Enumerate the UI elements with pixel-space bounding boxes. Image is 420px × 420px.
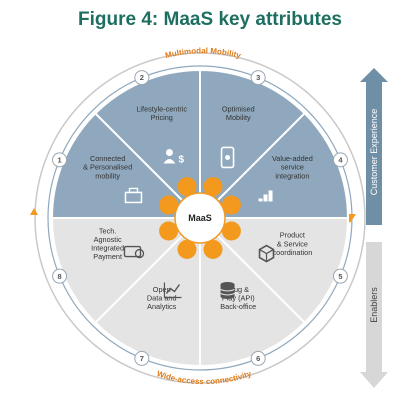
hub-dot	[159, 221, 179, 241]
hub-dot	[177, 239, 197, 259]
segment-label-line: Optimised	[222, 104, 255, 113]
card-icon	[123, 245, 145, 259]
segment-number: 8	[57, 272, 61, 281]
segment-label-line: coordination	[273, 248, 313, 257]
segment-number: 2	[140, 73, 144, 82]
segment-number-badge	[52, 268, 68, 284]
hub-dot	[177, 177, 197, 197]
segment-label-line: Play (API)	[222, 293, 255, 302]
segment-label-line: Integrated	[91, 244, 124, 253]
enablers-label: Enablers	[369, 287, 379, 323]
segment-number-badge	[332, 152, 348, 168]
svg-text:$: $	[178, 154, 184, 165]
segment-label-line: Connected	[90, 154, 125, 163]
segment-label-line: Mobility	[226, 113, 251, 122]
segment-label: Plug &Play (API)Back-office	[220, 285, 256, 311]
segment-number-badge	[134, 350, 150, 366]
segment-label-line: Tech.	[99, 226, 116, 235]
hub-dot	[159, 195, 179, 215]
hub-dot	[203, 239, 223, 259]
segment-label-line: Data and	[147, 293, 177, 302]
phone-icon	[220, 146, 235, 169]
segment-label-line: Open	[153, 285, 171, 294]
segment-number: 1	[57, 155, 61, 164]
segment-number: 6	[256, 354, 260, 363]
segment-number: 4	[338, 155, 343, 164]
customer-experience-arrow	[360, 68, 388, 225]
hub-label: MaaS	[188, 213, 212, 223]
segment-label-line: service	[281, 163, 304, 172]
segment-label-line: Plug &	[228, 285, 250, 294]
segment-label-line: Lifestyle-centric	[136, 104, 187, 113]
figure-title: Figure 4: MaaS key attributes	[78, 9, 342, 30]
hub-dot	[221, 221, 241, 241]
segment-label-line: & Service	[277, 239, 308, 248]
toolbox-icon	[124, 187, 143, 204]
segment-6: 6 Plug &Play (API)Back-office	[199, 215, 307, 368]
hub-dot	[203, 177, 223, 197]
segment-number-badge	[134, 70, 150, 86]
segment-label-line: Payment	[93, 252, 122, 261]
hub-dot	[221, 195, 241, 215]
segment-label-line: mobility	[95, 171, 120, 180]
bar-chart-icon	[258, 190, 273, 202]
segment-number: 3	[256, 73, 260, 82]
segment-number-badge	[332, 268, 348, 284]
person-dollar-icon: $	[163, 148, 184, 165]
segment-label-line: Back-office	[220, 302, 256, 311]
segment-label-line: Pricing	[151, 113, 173, 122]
hub-circle	[174, 192, 226, 244]
segment-label-line: Analytics	[147, 302, 177, 311]
ring-arrow-left	[30, 208, 38, 215]
segment-number: 5	[338, 272, 342, 281]
customer-experience-label: Customer Experience	[369, 109, 379, 196]
segment-number-badge	[250, 350, 266, 366]
cubes-icon	[258, 244, 275, 263]
segment-number-badge	[52, 152, 68, 168]
line-chart-icon	[163, 282, 182, 299]
segment-label-line: & Personalised	[83, 163, 132, 172]
segment-label-line: Agnostic	[94, 235, 122, 244]
segment-label-line: integration	[275, 171, 309, 180]
segment-label-line: Product	[280, 231, 305, 240]
database-icon	[220, 282, 235, 300]
segment-number: 7	[140, 354, 144, 363]
segment-number-badge	[250, 70, 266, 86]
enablers-arrow	[360, 242, 388, 388]
segment-label-line: Value-added	[272, 154, 313, 163]
